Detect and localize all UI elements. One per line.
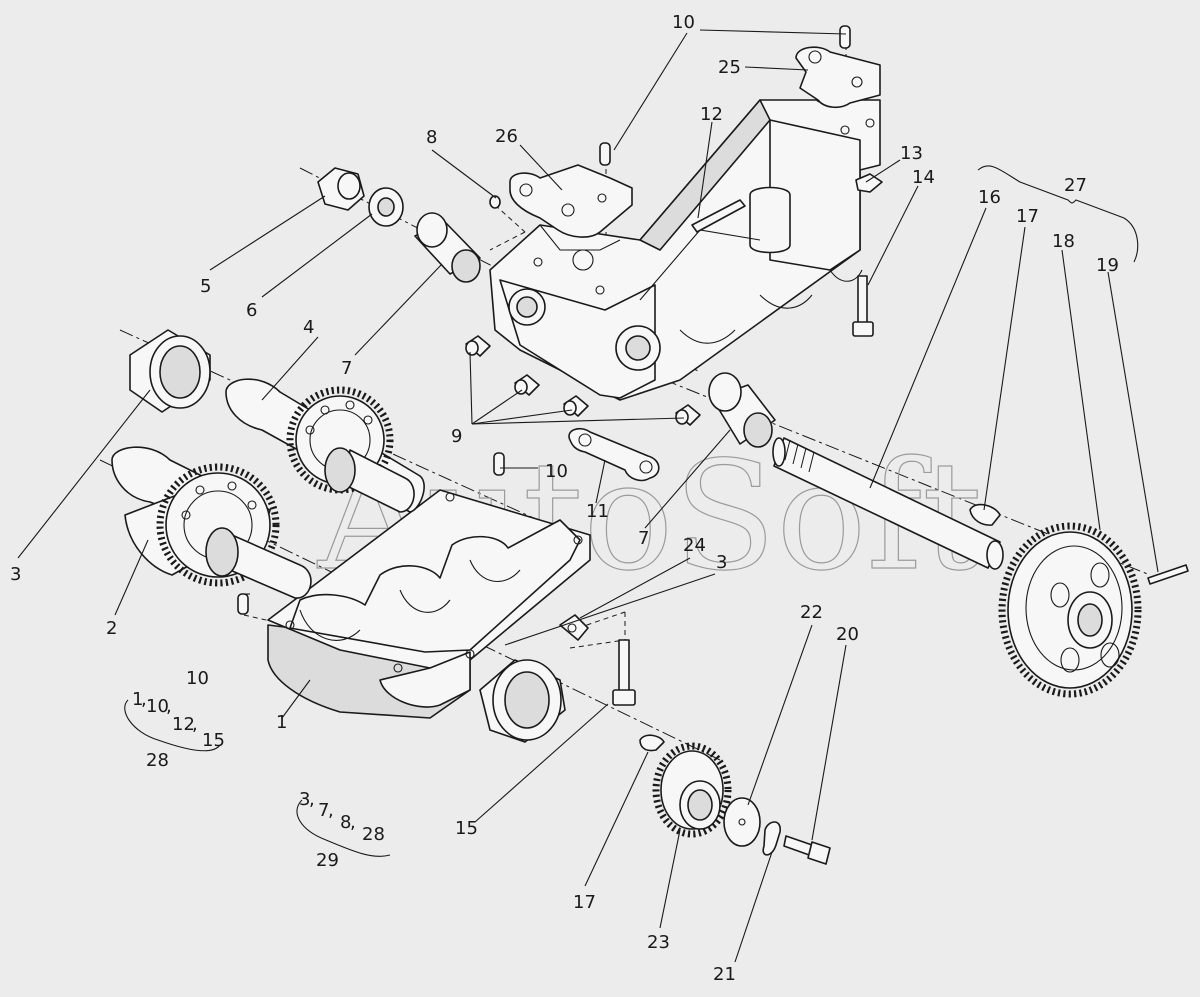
setscrew bbox=[675, 404, 701, 426]
washer-22 bbox=[723, 797, 761, 847]
callout-4: 4 bbox=[303, 317, 314, 338]
kit-28-item: 12 bbox=[172, 714, 195, 735]
dowel-pin bbox=[599, 142, 611, 166]
plug-8 bbox=[489, 195, 501, 209]
lock-plate-11 bbox=[568, 428, 660, 482]
clip-13 bbox=[855, 173, 883, 193]
kit-29-list: 3 , 7 , 8 , 28 29 bbox=[299, 789, 385, 871]
plate-26-hole bbox=[519, 183, 533, 197]
bushing-7-lower bbox=[708, 372, 776, 448]
kit-28-item: 1 bbox=[132, 689, 143, 710]
kit-28-item: 10 bbox=[146, 696, 169, 717]
kit-29-label: 29 bbox=[316, 850, 339, 871]
callout-15: 15 bbox=[455, 818, 478, 839]
svg-text:,: , bbox=[328, 800, 334, 821]
callout-21: 21 bbox=[713, 964, 736, 985]
gear-18 bbox=[998, 522, 1142, 698]
callout-22: 22 bbox=[800, 602, 823, 623]
dowel-pin bbox=[237, 593, 249, 615]
washer-6 bbox=[368, 187, 404, 227]
callout-3: 3 bbox=[716, 552, 727, 573]
callout-11: 11 bbox=[586, 501, 609, 522]
callout-13: 13 bbox=[900, 143, 923, 164]
callout-23: 23 bbox=[647, 932, 670, 953]
kit-29-item: 8 bbox=[340, 812, 351, 833]
kit-28-list: 1 , 10 , 12 , 15 28 bbox=[132, 689, 225, 771]
callout-9: 9 bbox=[451, 426, 462, 447]
callout-27: 27 bbox=[1064, 175, 1087, 196]
svg-text:,: , bbox=[166, 696, 172, 717]
callout-20: 20 bbox=[836, 624, 859, 645]
bolt-12 bbox=[691, 199, 746, 233]
callout-7: 7 bbox=[341, 358, 352, 379]
kit-29-item: 7 bbox=[318, 800, 329, 821]
callout-18: 18 bbox=[1052, 231, 1075, 252]
callout-10: 10 bbox=[672, 12, 695, 33]
plate-25-hole bbox=[808, 50, 822, 64]
callout-14: 14 bbox=[912, 167, 935, 188]
callout-2: 2 bbox=[106, 618, 117, 639]
kit-28-brace bbox=[124, 699, 221, 752]
callout-17: 17 bbox=[1016, 206, 1039, 227]
key-17-shaft bbox=[969, 503, 1001, 526]
lock-21 bbox=[762, 821, 781, 856]
bearing-3-left bbox=[129, 329, 211, 413]
callout-19: 19 bbox=[1096, 255, 1119, 276]
setscrew bbox=[514, 374, 540, 396]
plate-26-hole bbox=[561, 203, 575, 217]
lock-plate-11-hole bbox=[578, 433, 592, 447]
nut-5 bbox=[317, 167, 365, 211]
bolt-14 bbox=[852, 275, 874, 337]
callout-labels: 10 25 12 26 8 13 14 27 16 17 18 19 5 6 4… bbox=[10, 12, 1119, 985]
gear-shaft-4 bbox=[225, 378, 425, 513]
lock-plate-11-hole bbox=[639, 460, 653, 474]
callout-12: 12 bbox=[700, 104, 723, 125]
shaft-16 bbox=[772, 437, 1004, 570]
key-17-lower bbox=[639, 734, 665, 752]
kit-28-label: 28 bbox=[146, 750, 169, 771]
svg-text:,: , bbox=[141, 689, 147, 710]
bolt-20 bbox=[783, 835, 831, 865]
callout-10: 10 bbox=[545, 461, 568, 482]
plate-25-hole bbox=[851, 76, 863, 88]
svg-text:,: , bbox=[350, 812, 356, 833]
kit-27-brace bbox=[977, 165, 1139, 263]
bearing-3-lower bbox=[479, 659, 566, 743]
bushing-7-upper bbox=[414, 212, 481, 283]
upper-housing bbox=[489, 93, 881, 401]
callout-16: 16 bbox=[978, 187, 1001, 208]
callout-25: 25 bbox=[718, 57, 741, 78]
kit-29-brace bbox=[296, 799, 391, 857]
kit-29-item: 28 bbox=[362, 824, 385, 845]
callout-8: 8 bbox=[426, 127, 437, 148]
kit-28-item: 15 bbox=[202, 730, 225, 751]
callout-7: 7 bbox=[638, 528, 649, 549]
callout-24: 24 bbox=[683, 535, 706, 556]
tab-washer-24 bbox=[559, 614, 589, 641]
setscrew bbox=[563, 395, 589, 417]
leader-lines bbox=[17, 29, 1159, 963]
callout-3: 3 bbox=[10, 564, 21, 585]
dowel-pin bbox=[839, 25, 851, 49]
dowel-pin bbox=[493, 452, 505, 476]
plate-26 bbox=[509, 164, 633, 238]
bolt-lower bbox=[612, 639, 636, 706]
callout-17: 17 bbox=[573, 892, 596, 913]
setscrew bbox=[465, 335, 491, 357]
callout-10: 10 bbox=[186, 668, 209, 689]
callout-6: 6 bbox=[246, 300, 257, 321]
gear-23 bbox=[652, 742, 732, 838]
callout-26: 26 bbox=[495, 126, 518, 147]
gear-shaft-2 bbox=[111, 446, 312, 599]
plate-26-hole bbox=[597, 193, 607, 203]
kit-29-item: 3 bbox=[299, 789, 310, 810]
svg-text:,: , bbox=[192, 714, 198, 735]
svg-text:,: , bbox=[309, 789, 315, 810]
lower-housing bbox=[267, 489, 591, 719]
callout-5: 5 bbox=[200, 276, 211, 297]
pin-19 bbox=[1147, 564, 1189, 585]
callout-1: 1 bbox=[276, 712, 287, 733]
